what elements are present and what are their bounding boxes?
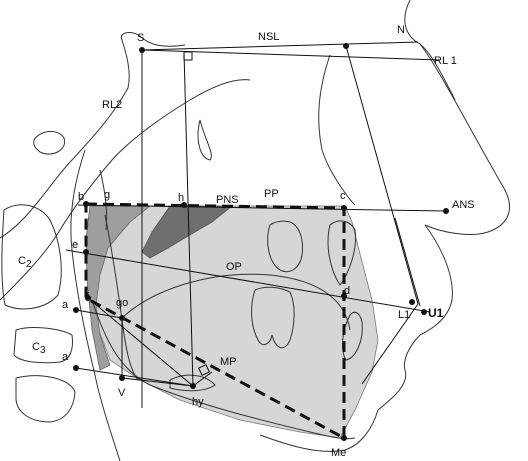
lower-molar-outline xyxy=(251,286,295,349)
point-hy xyxy=(190,383,196,389)
label-b: b xyxy=(78,191,84,203)
face-profile-outline xyxy=(404,0,456,101)
right-angle-marker-mp xyxy=(198,364,210,376)
point-ans xyxy=(443,208,449,214)
landmark-labels: S N NSL RL 1 RL2 C2 C3 a a b g h PNS PP … xyxy=(18,24,475,459)
vertebra-c3-outline xyxy=(13,327,73,364)
label-u1: U1 xyxy=(428,306,444,320)
label-nsl: NSL xyxy=(258,31,279,43)
point-s xyxy=(139,47,145,53)
point-a-lower xyxy=(73,365,79,371)
occlusal-plane-line xyxy=(65,249,431,313)
orbit-outline xyxy=(318,54,356,206)
rl2-line xyxy=(183,51,194,387)
vertebra-c2-outline xyxy=(1,204,62,310)
posterior-wall-outline xyxy=(70,149,121,461)
dashed-polygon xyxy=(84,202,346,441)
point-b xyxy=(83,201,89,207)
point-c xyxy=(341,205,347,211)
f-to-hy-line xyxy=(87,297,194,387)
point-h xyxy=(181,202,187,208)
lower-lip-outline xyxy=(377,334,421,411)
label-n: N xyxy=(397,24,405,36)
hyoid-outline xyxy=(169,374,216,392)
label-op: OP xyxy=(226,261,242,273)
hy-to-mp-line xyxy=(192,371,213,387)
label-a-lower: a xyxy=(62,351,69,363)
label-ans: ANS xyxy=(452,199,475,211)
mandible-outline xyxy=(91,299,356,440)
point-u1 xyxy=(421,309,427,315)
upper-lip-outline xyxy=(419,224,453,336)
nsl-line xyxy=(141,41,419,51)
vertebra-c4-outline xyxy=(15,375,76,423)
point-n xyxy=(343,43,349,49)
point-go xyxy=(119,315,125,321)
incisor-axis-line xyxy=(394,217,421,307)
label-rl2: RL2 xyxy=(102,99,122,111)
point-v xyxy=(119,375,125,381)
dashed-outline xyxy=(84,202,346,441)
label-mp: MP xyxy=(220,356,237,368)
pterygoid-outline xyxy=(197,119,212,161)
label-c3: C3 xyxy=(32,341,46,356)
tongue-outline xyxy=(119,273,351,331)
label-s: S xyxy=(137,32,144,44)
label-h: h xyxy=(178,192,184,204)
clivus-outline xyxy=(0,79,251,301)
label-e: e xyxy=(72,239,78,251)
airway-regions xyxy=(85,205,379,439)
skull-base-outline xyxy=(0,32,186,239)
label-go: go xyxy=(116,297,128,309)
label-pns: PNS xyxy=(216,194,239,206)
point-l1 xyxy=(409,299,415,305)
point-me xyxy=(341,435,347,441)
label-me: Me xyxy=(331,447,346,459)
label-c: c xyxy=(340,190,346,202)
label-g: g xyxy=(104,189,110,201)
upper-molar-outline xyxy=(267,220,303,273)
u1-to-me-line xyxy=(361,303,419,385)
ear-rod-outline xyxy=(33,131,66,155)
anatomy-outlines xyxy=(0,0,510,461)
label-d: d xyxy=(344,285,350,297)
lower-incisor-outline xyxy=(342,311,363,361)
chin-outline xyxy=(259,409,379,452)
point-f xyxy=(85,295,91,301)
landmark-points xyxy=(73,43,449,441)
label-pp: PP xyxy=(264,188,279,200)
label-f: f xyxy=(86,291,90,303)
right-angle-marker-top xyxy=(183,51,193,61)
point-d xyxy=(341,293,347,299)
n-to-u1-line xyxy=(345,45,419,305)
upper-incisor-outline xyxy=(327,220,357,286)
label-hy: hy xyxy=(192,396,204,408)
label-v: V xyxy=(118,387,126,399)
v-to-hy-line xyxy=(121,377,194,387)
pharynx-outline xyxy=(99,169,108,231)
dark-gray-region xyxy=(141,205,234,259)
label-l1: L1 xyxy=(398,309,410,321)
label-a-upper: a xyxy=(62,299,69,311)
a-to-go-line xyxy=(75,309,123,319)
nasal-outline xyxy=(419,43,510,235)
point-a-upper xyxy=(73,307,79,313)
label-rl1: RL 1 xyxy=(434,55,457,67)
label-c2: C2 xyxy=(18,255,32,270)
a-lower-to-hy-line xyxy=(75,367,194,387)
point-e xyxy=(83,249,89,255)
